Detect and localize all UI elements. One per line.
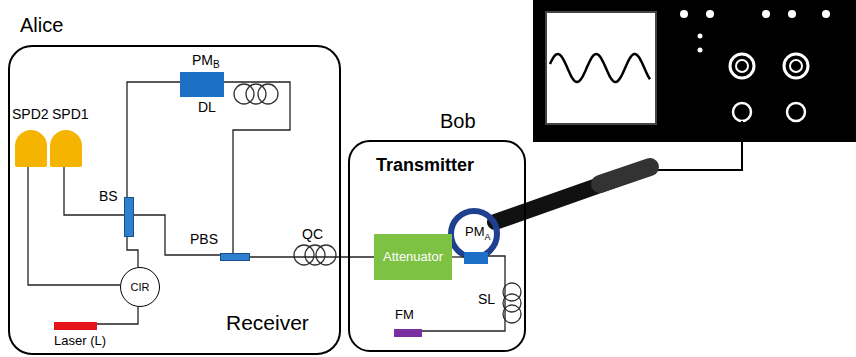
probe-grip — [600, 167, 650, 184]
component-label: Attenuator — [383, 250, 443, 265]
box-heading: Transmitter — [376, 155, 474, 176]
circulator: CIR — [120, 267, 160, 307]
optical-fiber — [224, 82, 290, 253]
receiver-box: AliceReceiverSPD2SPD1PMBBSPBSCIRLaser (L… — [8, 45, 341, 355]
fiber-label: DL — [198, 99, 216, 115]
optical-fiber — [127, 237, 138, 267]
phase-modulator-a: PMA — [464, 252, 488, 264]
faraday-mirror: FM — [394, 329, 422, 337]
component-label: CIR — [131, 281, 150, 294]
component-label: PBS — [190, 231, 218, 247]
attenuator: Attenuator — [374, 234, 452, 280]
optical-fiber — [64, 167, 124, 215]
component-label: SPD1 — [52, 106, 89, 122]
scope-connectors — [730, 54, 808, 121]
fiber-coils — [234, 84, 521, 323]
probe-loop — [451, 211, 497, 257]
label-subscript: A — [485, 232, 491, 242]
optical-fiber — [28, 167, 120, 285]
optical-fiber — [250, 257, 374, 258]
scope-knobs — [680, 10, 830, 53]
transmitter-box: BobTransmitterAttenuatorPMAFM — [348, 140, 526, 352]
component-label: FM — [395, 308, 414, 323]
optical-fiber — [97, 307, 138, 324]
box-heading: Receiver — [226, 311, 309, 335]
component-label: PM — [465, 225, 485, 240]
component-label: PM — [192, 52, 213, 68]
component-label: SPD2 — [12, 106, 49, 122]
optical-fiber — [452, 257, 464, 258]
component-label: Alice — [20, 14, 63, 37]
component-label: BS — [99, 188, 118, 204]
probe-cable — [650, 121, 742, 170]
optical-fiber — [134, 215, 220, 255]
component-label: Bob — [440, 110, 476, 133]
sine-wave — [550, 54, 650, 82]
beam-splitter: BS — [124, 197, 134, 237]
fiber-label: QC — [302, 226, 323, 242]
oscilloscope — [533, 0, 856, 142]
polarizing-beam-splitter: PBS — [220, 253, 250, 261]
scope-screen — [546, 12, 656, 124]
laser-source: Laser (L) — [54, 322, 97, 330]
phase-modulator-b: PMB — [180, 72, 224, 97]
label-subscript: B — [213, 59, 220, 71]
detector-spd2: SPD2 — [15, 130, 47, 167]
optical-fiber — [127, 82, 180, 197]
detector-spd1: SPD1 — [50, 130, 82, 167]
fiber-label: SL — [478, 291, 495, 307]
component-label: Laser (L) — [54, 334, 106, 349]
